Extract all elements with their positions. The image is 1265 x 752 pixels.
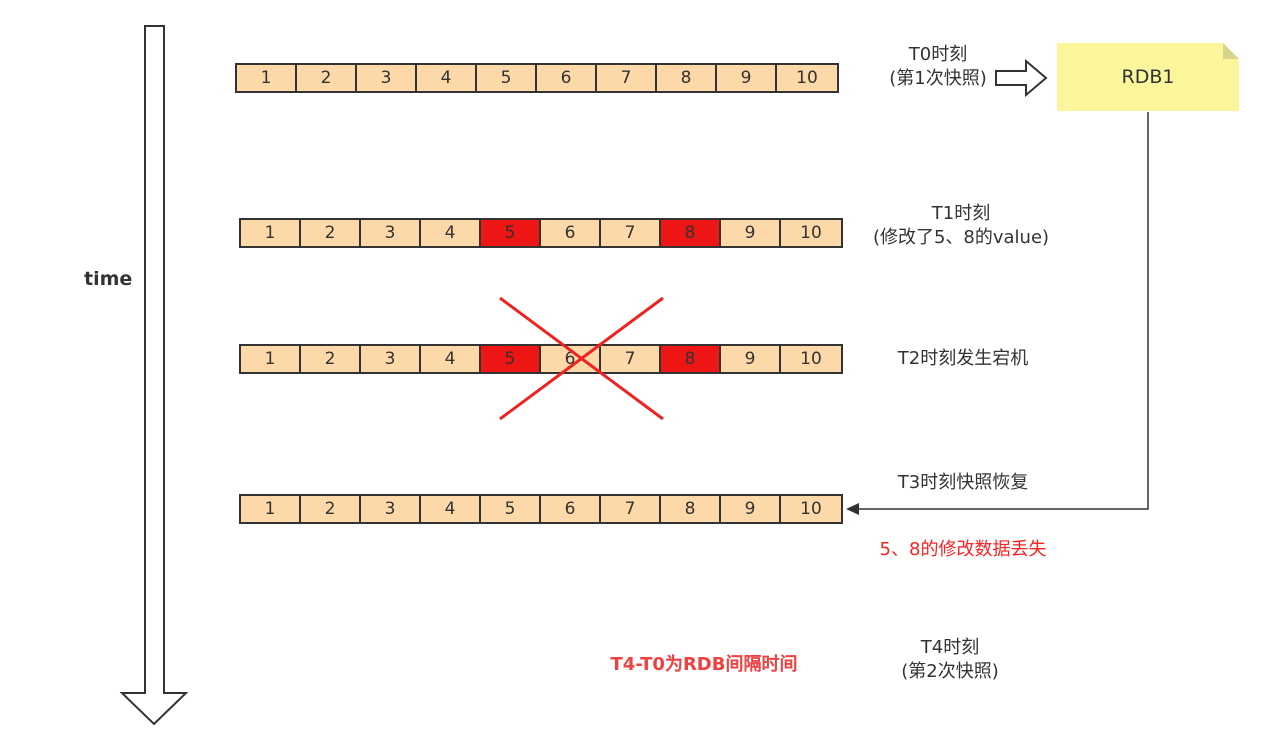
cell: 1 [241,220,301,246]
cell: 6 [537,65,597,91]
t4-label-line1: T4时刻 [920,637,980,658]
cell: 7 [601,220,661,246]
cell: 8 [657,65,717,91]
snapshot-arrow [995,58,1048,98]
data-row-t2: 1 2 3 4 5 6 7 8 9 10 [239,344,843,374]
cell: 3 [361,346,421,372]
t1-label-line2: (修改了5、8的value) [872,227,1050,248]
data-lost-note: 5、8的修改数据丢失 [879,539,1047,560]
restore-connector [858,112,1149,510]
data-row-t1: 1 2 3 4 5 6 7 8 9 10 [239,218,843,248]
cell: 1 [237,65,297,91]
cell: 9 [721,346,781,372]
time-axis-arrow [119,25,189,726]
cell: 6 [541,496,601,522]
cell: 10 [781,220,841,246]
data-row-t0: 1 2 3 4 5 6 7 8 9 10 [235,63,839,93]
cell-modified: 5 [481,220,541,246]
crash-cross-icon [499,296,664,421]
t3-label: T3时刻快照恢复 [897,472,1029,493]
cell: 2 [301,496,361,522]
cell: 6 [541,220,601,246]
cell: 3 [357,65,417,91]
t0-label-line1: T0时刻 [908,44,968,65]
cell: 2 [301,220,361,246]
cell: 4 [417,65,477,91]
t1-label: T1时刻 (修改了5、8的value) [856,202,1066,250]
cell: 9 [721,496,781,522]
t2-label: T2时刻发生宕机 [897,348,1029,369]
cell: 4 [421,496,481,522]
time-axis-label: time [84,268,133,290]
t0-label: T0时刻 (第1次快照) [868,43,1008,91]
cell: 9 [717,65,777,91]
cell: 10 [781,346,841,372]
cell: 4 [421,220,481,246]
t0-label-line2: (第1次快照) [889,68,987,89]
cell: 1 [241,496,301,522]
cell: 8 [661,496,721,522]
cell: 9 [721,220,781,246]
cell: 3 [361,496,421,522]
cell: 7 [597,65,657,91]
cell: 3 [361,220,421,246]
cell: 7 [601,496,661,522]
cell: 10 [777,65,837,91]
interval-note: T4-T0为RDB间隔时间 [610,654,798,675]
cell: 2 [301,346,361,372]
cell: 4 [421,346,481,372]
t4-label-line2: (第2次快照) [901,661,999,682]
cell: 5 [481,496,541,522]
cell: 5 [477,65,537,91]
cell-modified: 5 [481,346,541,372]
cell: 2 [297,65,357,91]
restore-arrowhead [846,503,859,515]
t4-label: T4时刻 (第2次快照) [880,636,1020,684]
cell: 7 [601,346,661,372]
rdb1-label: RDB1 [1121,66,1175,88]
t1-label-line1: T1时刻 [931,203,991,224]
cell-modified: 8 [661,220,721,246]
cell-modified: 8 [661,346,721,372]
rdb1-box: RDB1 [1057,43,1239,111]
data-row-t3: 1 2 3 4 5 6 7 8 9 10 [239,494,843,524]
cell: 1 [241,346,301,372]
cell: 10 [781,496,841,522]
